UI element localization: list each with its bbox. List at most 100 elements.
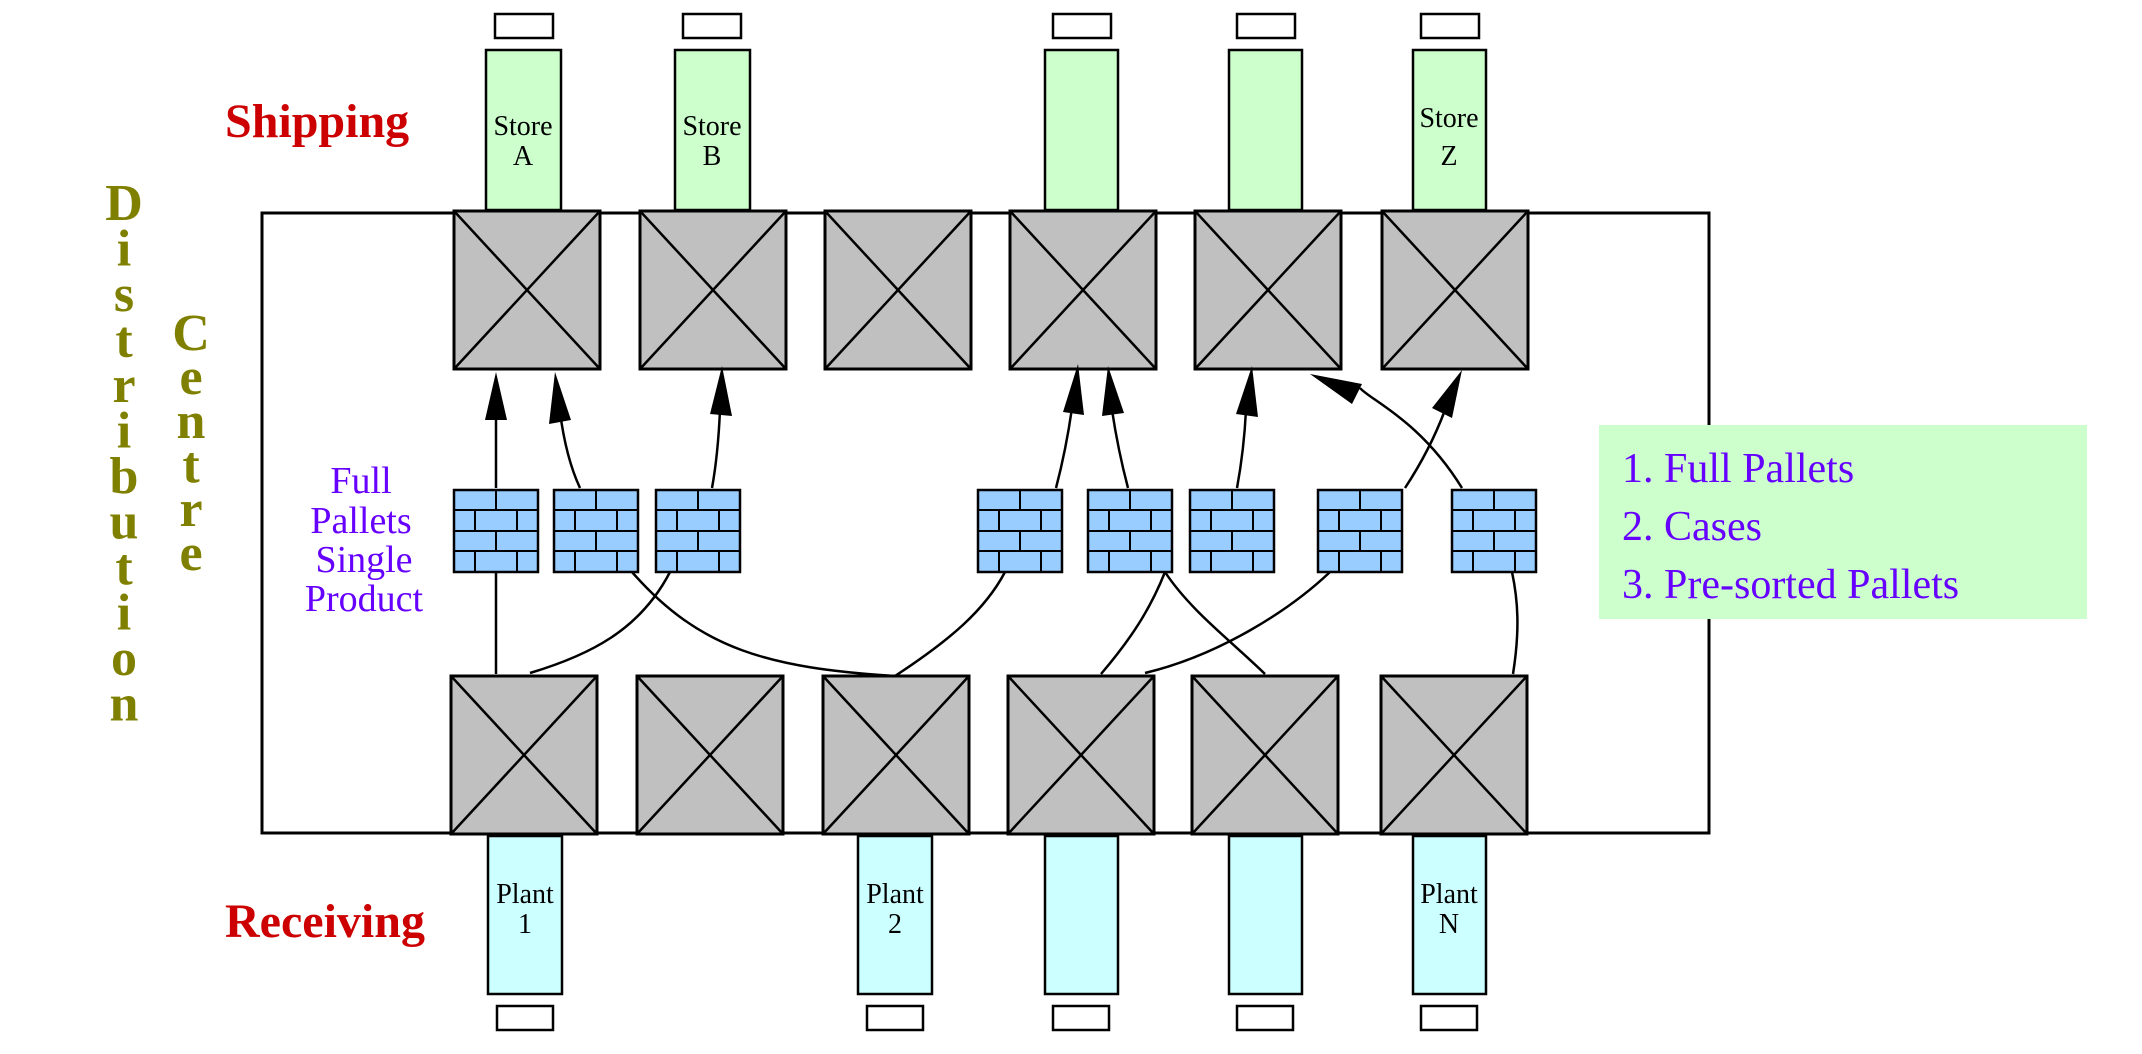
legend: 1. Full Pallets 2. Cases 3. Pre-sorted P… xyxy=(1599,425,2087,619)
distribution-letter: n xyxy=(110,676,139,733)
receiving-bay[interactable] xyxy=(1006,674,1156,836)
flow-line xyxy=(631,571,896,678)
arrow-head xyxy=(1063,364,1084,415)
store-doors: Store A Store B Store Z xyxy=(484,48,1488,212)
flow-lines xyxy=(494,571,1519,678)
arrow-shaft xyxy=(1359,387,1464,489)
plant-door-label: Plant xyxy=(496,879,554,910)
flow-line xyxy=(1163,571,1266,675)
dock-plate xyxy=(1419,12,1481,40)
plant-door-unlabeled[interactable] xyxy=(1227,834,1304,996)
arrow-head xyxy=(1432,370,1462,418)
arrow-head xyxy=(1236,366,1258,417)
store-door-label: Store xyxy=(493,111,552,142)
dock-plate xyxy=(1051,1004,1111,1032)
store-door-a[interactable]: Store A xyxy=(484,48,563,212)
shipping-bay[interactable] xyxy=(452,209,602,371)
plant-door-n[interactable]: Plant N xyxy=(1411,834,1488,996)
plant-door-label: Plant xyxy=(1420,879,1478,910)
distribution-letter: r xyxy=(112,357,135,414)
store-door-unlabeled[interactable] xyxy=(1227,48,1304,212)
distribution-letter: i xyxy=(117,403,131,460)
store-door-z[interactable]: Store Z xyxy=(1411,48,1488,212)
legend-box xyxy=(1599,425,2087,619)
receiving-bay[interactable] xyxy=(635,674,785,836)
plant-door-label: N xyxy=(1439,909,1459,940)
plant-door-unlabeled[interactable] xyxy=(1043,834,1120,996)
plant-door-2[interactable]: Plant 2 xyxy=(856,834,934,996)
store-door-label: B xyxy=(703,141,722,172)
plant-door-label: 1 xyxy=(518,909,532,940)
flow-line xyxy=(1144,571,1331,675)
arrow-shaft xyxy=(710,409,722,489)
dock-plate xyxy=(493,12,555,40)
distribution-letter: s xyxy=(114,266,134,323)
plant-doors: Plant 1 Plant 2 Plant N xyxy=(486,834,1488,996)
distribution-letter: o xyxy=(111,630,137,687)
pallet[interactable] xyxy=(976,488,1064,574)
flow-line xyxy=(529,571,672,675)
shipping-bay[interactable] xyxy=(1380,209,1530,371)
legend-item: 2. Cases xyxy=(1622,504,1762,550)
receiving-bay[interactable] xyxy=(1379,674,1529,836)
centre-letter: e xyxy=(179,525,202,582)
store-door-label: Store xyxy=(682,111,741,142)
dock-plate xyxy=(865,1004,925,1032)
distribution-letter: t xyxy=(115,539,133,596)
shipping-bay[interactable] xyxy=(1193,209,1343,371)
centre-letter: n xyxy=(177,393,206,450)
dock-plate xyxy=(681,12,743,40)
shipping-bay[interactable] xyxy=(823,209,973,371)
flow-line xyxy=(1510,571,1519,675)
arrow-head xyxy=(549,372,571,424)
pallet[interactable] xyxy=(1086,488,1174,574)
centre-letter: t xyxy=(182,437,200,494)
dock-plate xyxy=(1235,1004,1295,1032)
shipping-bays xyxy=(452,209,1530,371)
store-door-label: A xyxy=(513,141,534,172)
pallet[interactable] xyxy=(654,488,742,574)
arrow-head xyxy=(710,366,732,416)
store-door-label: Z xyxy=(1440,141,1457,172)
legend-item: 3. Pre-sorted Pallets xyxy=(1622,562,1959,608)
flow-line xyxy=(1100,571,1167,675)
dock-plate xyxy=(1419,1004,1479,1032)
plant-door-1[interactable]: Plant 1 xyxy=(486,834,564,996)
pallet[interactable] xyxy=(1450,488,1538,574)
store-door-b[interactable]: Store B xyxy=(673,48,752,212)
full-pallets-line-2: Pallets xyxy=(310,500,411,542)
distribution-letter: D xyxy=(105,175,143,232)
pallet[interactable] xyxy=(552,488,640,574)
arrow-shaft xyxy=(1054,407,1074,489)
flow-line xyxy=(894,571,1007,678)
pallet[interactable] xyxy=(1316,488,1404,574)
dock-plate xyxy=(1051,12,1113,40)
distribution-letter: i xyxy=(117,585,131,642)
pallet[interactable] xyxy=(1188,488,1276,574)
shipping-label: Shipping xyxy=(225,95,409,148)
shipping-bay[interactable] xyxy=(1008,209,1158,371)
full-pallets-line-3: Single xyxy=(315,539,412,581)
store-door-unlabeled[interactable] xyxy=(1043,48,1120,212)
distribution-letter: b xyxy=(110,448,139,505)
dock-plate xyxy=(495,1004,555,1032)
distribution-letter: u xyxy=(110,494,139,551)
distribution-letter: t xyxy=(115,312,133,369)
receiving-bay[interactable] xyxy=(821,674,971,836)
plant-door-label: Plant xyxy=(866,879,924,910)
arrow-head xyxy=(1102,366,1124,416)
receiving-dock-plates xyxy=(495,1004,1479,1032)
pallet[interactable] xyxy=(452,488,540,574)
centre-letter: C xyxy=(172,305,210,362)
receiving-bay[interactable] xyxy=(449,674,599,836)
receiving-bay[interactable] xyxy=(1190,674,1340,836)
plant-door-label: 2 xyxy=(888,909,902,940)
shipping-bay[interactable] xyxy=(638,209,788,371)
store-door-label: Store xyxy=(1419,103,1478,134)
arrow-shaft xyxy=(1403,409,1447,489)
dock-plate xyxy=(1235,12,1297,40)
shipping-arrows xyxy=(485,364,1464,489)
